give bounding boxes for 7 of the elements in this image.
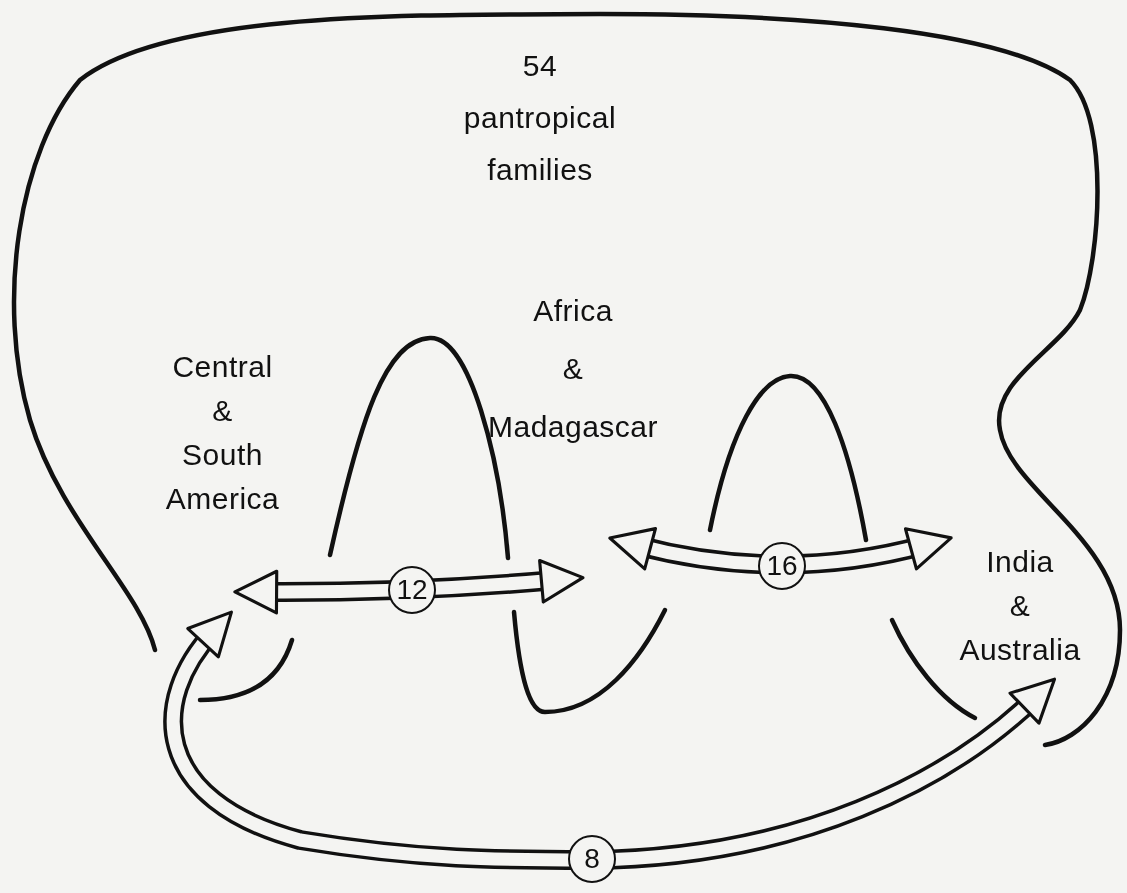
region-label: 54 pantropical families xyxy=(462,48,618,188)
edge-label: 16 xyxy=(758,542,806,590)
edge-label: 8 xyxy=(568,835,616,883)
region-label: Africa & Madagascar xyxy=(487,293,659,445)
edge-label: 12 xyxy=(388,566,436,614)
region-label: India & Australia xyxy=(959,544,1081,668)
region-label: Central & South America xyxy=(165,349,280,517)
